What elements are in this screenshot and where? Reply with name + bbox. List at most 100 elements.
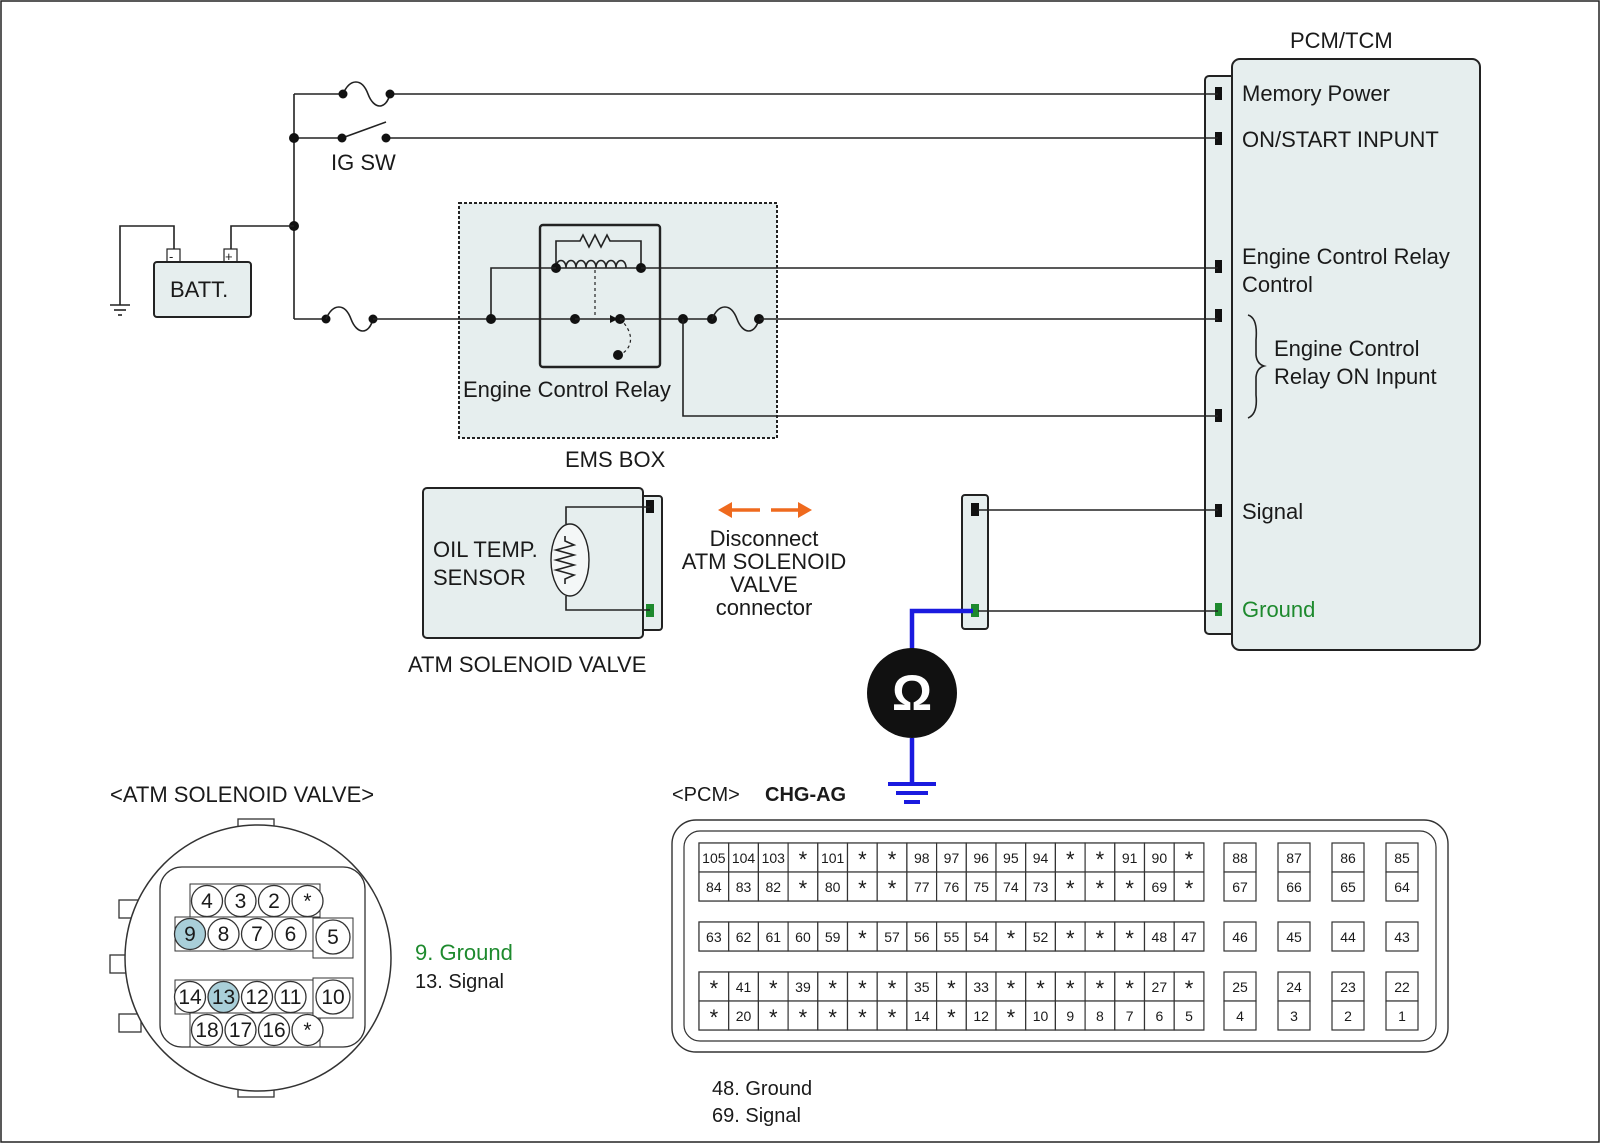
pcm-pin-label: * xyxy=(769,1005,778,1030)
pcm-pin xyxy=(1084,871,1116,902)
pcm-pin-label: 94 xyxy=(1033,850,1049,866)
pcm-pin-label: 24 xyxy=(1286,979,1302,995)
atm-pin-label: 8 xyxy=(218,923,230,946)
atm-pin-label: 11 xyxy=(280,986,302,1009)
atm-pin-label: 14 xyxy=(178,986,202,1009)
pcm-legend-ground: 48. Ground xyxy=(712,1078,812,1100)
pcm-pin xyxy=(1025,1000,1056,1031)
pcm-pin-label: 25 xyxy=(1232,979,1248,995)
atm-pin xyxy=(207,917,240,951)
relay-coil-icon xyxy=(555,259,627,269)
pcm-legend-signal: 69. Signal xyxy=(712,1105,801,1127)
terminal-ecr-control-1: Engine Control Relay xyxy=(1242,244,1450,269)
terminal-signal: Signal xyxy=(1242,499,1303,524)
pcm-pin xyxy=(757,971,789,1002)
engine-control-relay-label: Engine Control Relay xyxy=(463,377,671,402)
atm-pin-label: 7 xyxy=(251,923,263,946)
pcm-pin-label: 74 xyxy=(1003,879,1019,895)
pcm-pin-label: 88 xyxy=(1232,850,1248,866)
pcm-pin xyxy=(1054,871,1086,902)
pcm-pin xyxy=(1025,871,1056,902)
pcm-pin xyxy=(757,871,789,902)
pcm-pin xyxy=(906,971,938,1002)
atm-pin-label: 9 xyxy=(184,923,196,946)
arrow-left-icon xyxy=(718,502,732,518)
atm-solenoid-valve: OIL TEMP. SENSOR ATM SOLENOID VALVE xyxy=(408,487,663,677)
pcm-pin-label: 56 xyxy=(914,929,930,945)
pcm-pin-label: 96 xyxy=(973,850,989,866)
pcm-pin-label: 66 xyxy=(1286,879,1302,895)
pcm-side-pin xyxy=(1385,871,1419,902)
ig-switch-icon xyxy=(341,121,387,139)
pcm-pin xyxy=(1173,971,1205,1002)
pcm-pin-ecr-on-1 xyxy=(1215,309,1222,322)
pcm-pin-label: 7 xyxy=(1126,1008,1134,1024)
ems-box: Engine Control Relay EMS BOX xyxy=(458,202,1218,472)
pcm-pin-label: 45 xyxy=(1286,929,1302,945)
pcm-pin xyxy=(965,842,997,873)
pcm-pin-label: 84 xyxy=(706,879,722,895)
pcm-pin-memory xyxy=(1215,87,1222,100)
node xyxy=(289,133,299,143)
disconnect-line-2: ATM SOLENOID xyxy=(682,549,847,574)
atm-pin xyxy=(257,1013,291,1047)
pcm-pin-label: * xyxy=(1125,926,1134,951)
pcm-side-pin xyxy=(1223,921,1257,952)
pcm-pin-label: * xyxy=(888,847,897,872)
pcm-side-pin xyxy=(1223,1000,1257,1031)
pcm-pin-label: 41 xyxy=(736,979,752,995)
ohmmeter-icon xyxy=(867,648,957,738)
terminal-ground: Ground xyxy=(1242,597,1315,622)
node xyxy=(337,133,347,143)
pcm-pin xyxy=(995,971,1027,1002)
pcm-pin xyxy=(1173,871,1205,902)
atm-pin xyxy=(224,1013,257,1047)
pcm-pin-label: * xyxy=(858,847,867,872)
pcm-pin xyxy=(698,842,730,873)
pcm-pin-label: * xyxy=(858,926,867,951)
engine-control-relay xyxy=(538,223,662,369)
fuse-ems-icon xyxy=(711,306,760,332)
disconnect-line-3: VALVE xyxy=(730,572,798,597)
pcm-side-pin xyxy=(1277,971,1311,1002)
pcm-pin xyxy=(728,971,760,1002)
pcm-pin-label: 86 xyxy=(1340,850,1356,866)
ecr-on-brace xyxy=(1247,314,1267,419)
pcm-side-pin xyxy=(1277,871,1311,902)
pcm-pin-ecr-control xyxy=(1215,260,1222,273)
pcm-pin xyxy=(1143,1000,1175,1031)
pcm-pin-label: 98 xyxy=(914,850,930,866)
pcm-pin-label: * xyxy=(1036,976,1045,1001)
atm-pin xyxy=(240,980,274,1014)
pcm-tcm-title: PCM/TCM xyxy=(1290,28,1393,53)
pcm-pin-label: 76 xyxy=(944,879,960,895)
pcm-pin-label: 2 xyxy=(1344,1008,1352,1024)
pcm-tcm-body xyxy=(1231,58,1481,651)
atm-pin xyxy=(274,980,307,1014)
atm-pin-label: 2 xyxy=(268,890,280,913)
pcm-pin-label: * xyxy=(858,1005,867,1030)
pcm-pin-label: 6 xyxy=(1155,1008,1163,1024)
pcm-pin xyxy=(787,921,819,952)
pcm-pin xyxy=(1114,921,1146,952)
atm-pin xyxy=(257,884,291,918)
pcm-tcm-module: PCM/TCM Memory Power ON/START INPUNT Eng… xyxy=(1204,28,1481,651)
pcm-pin-label: 82 xyxy=(765,879,781,895)
pcm-pin-label: 20 xyxy=(736,1008,752,1024)
pcm-pin-label: 9 xyxy=(1066,1008,1074,1024)
pcm-pin-label: * xyxy=(1185,976,1194,1001)
pcm-pin-label: 39 xyxy=(795,979,811,995)
node xyxy=(613,350,623,360)
pcm-pin-label: * xyxy=(1007,1005,1016,1030)
pcm-pin-label: 52 xyxy=(1033,929,1049,945)
ig-sw-label: IG SW xyxy=(331,150,396,175)
pcm-pin-label: 90 xyxy=(1152,850,1168,866)
pcm-pin-label: 59 xyxy=(825,929,841,945)
pcm-pin xyxy=(876,1000,908,1031)
atm-pin-label: 17 xyxy=(229,1019,252,1042)
pcm-pin-label: * xyxy=(1066,847,1075,872)
atm-pin xyxy=(190,1013,224,1047)
pcm-pin-label: 73 xyxy=(1033,879,1049,895)
pcm-pin-label: 14 xyxy=(914,1008,930,1024)
